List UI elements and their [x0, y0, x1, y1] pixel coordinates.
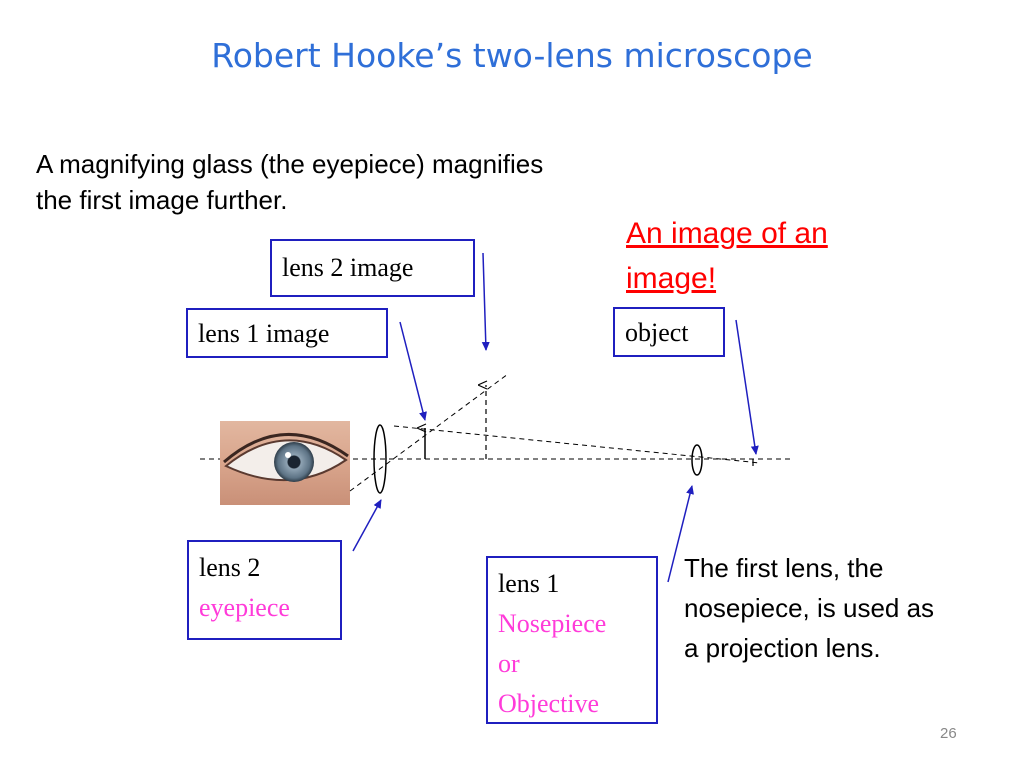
note-line: a projection lens. [684, 633, 881, 663]
page-number: 26 [940, 725, 957, 742]
pointer-object [735, 319, 759, 455]
object-label-box: object [613, 307, 725, 357]
pointer-lens-1 [667, 485, 694, 583]
lens-1-role-line: Objective [498, 689, 600, 718]
ray-to-virtual-image [349, 373, 509, 492]
lens-1-role-line: or [498, 649, 520, 678]
object-label: object [625, 318, 689, 347]
slide-title: Robert Hooke’s two-lens microscope [211, 36, 813, 75]
lens-1-shape [691, 444, 703, 476]
pointer-lens-2-image [481, 252, 490, 351]
note-text: The first lens, the nosepiece, is used a… [684, 548, 1024, 668]
ray-through-objective [393, 425, 761, 464]
lens-1-role-line: Nosepiece [498, 609, 607, 638]
lens-2-image-label-box: lens 2 image [270, 239, 475, 297]
lens-1-label-box: lens 1 Nosepiece or Objective [486, 556, 658, 724]
pointer-lens-1-image [399, 321, 427, 421]
intro-line: the first image further. [36, 185, 288, 215]
eye-photo [220, 421, 350, 505]
intro-text: A magnifying glass (the eyepiece) magnif… [36, 146, 736, 218]
note-line: The first lens, the [684, 553, 884, 583]
note-line: nosepiece, is used as [684, 593, 935, 623]
lens-2-role: eyepiece [199, 593, 290, 622]
highlight-text: An image of an image! [626, 211, 956, 301]
lens-2-label-box: lens 2 eyepiece [187, 540, 342, 640]
pointer-lens-2 [352, 499, 382, 552]
intro-line: A magnifying glass (the eyepiece) magnif… [36, 149, 544, 179]
lens-2-label: lens 2 [199, 553, 261, 582]
highlight-line: image! [626, 262, 717, 295]
lens-2-shape [373, 424, 387, 494]
lens-1-label: lens 1 [498, 569, 560, 598]
lens-2-image-label: lens 2 image [282, 253, 414, 282]
lens-1-image-label-box: lens 1 image [186, 308, 388, 358]
lens-1-image-label: lens 1 image [198, 319, 330, 348]
highlight-line: An image of an [626, 217, 828, 250]
